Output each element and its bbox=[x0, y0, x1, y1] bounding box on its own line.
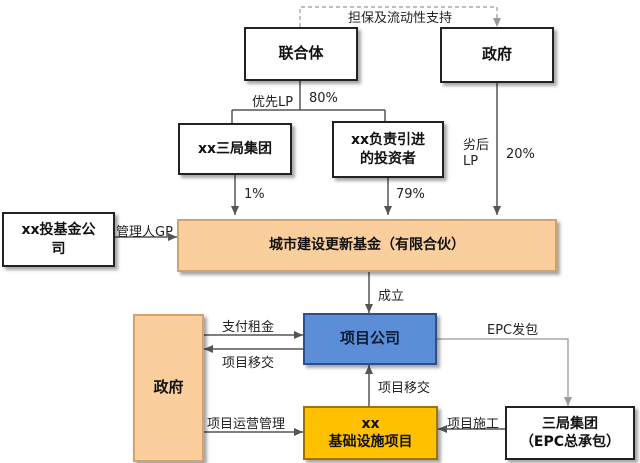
node-sanju-group-label: xx三局集团 bbox=[197, 140, 273, 157]
node-project-company-label: 项目公司 bbox=[339, 329, 400, 348]
node-epc-contractor-label: 三局集团 （EPC总承包） bbox=[519, 415, 621, 450]
node-infra-project-label: xx 基础设施项目 bbox=[328, 415, 413, 450]
label-1-percent: 1% bbox=[244, 187, 265, 202]
label-manager-gp: 管理人GP bbox=[116, 225, 173, 240]
node-infra-project: xx 基础设施项目 bbox=[303, 406, 438, 460]
node-fund-label: 城市建设更新基金（有限合伙） bbox=[269, 237, 465, 254]
label-project-transfer-up: 项目移交 bbox=[378, 381, 431, 396]
label-pay-rent: 支付租金 bbox=[222, 320, 275, 335]
label-established: 成立 bbox=[378, 289, 405, 304]
node-fund-company-label: xx投基金公 司 bbox=[21, 222, 96, 257]
node-consortium-label: 联合体 bbox=[278, 44, 324, 63]
node-government-left-label: 政府 bbox=[153, 378, 184, 397]
node-investor-label: xx负责引进 的投资者 bbox=[350, 132, 426, 167]
node-government-left: 政府 bbox=[133, 314, 204, 462]
node-government-top-label: 政府 bbox=[481, 45, 512, 64]
label-priority-lp: 优先LP bbox=[252, 95, 294, 110]
label-20-percent: 20% bbox=[506, 147, 535, 162]
label-subordinate-lp: 劣后 LP bbox=[463, 138, 490, 170]
node-consortium: 联合体 bbox=[244, 27, 358, 81]
label-epc-contract: EPC发包 bbox=[487, 323, 539, 338]
node-fund-company: xx投基金公 司 bbox=[2, 212, 115, 267]
label-79-percent: 79% bbox=[396, 187, 425, 202]
label-guarantee: 担保及流动性支持 bbox=[348, 11, 453, 26]
node-sanju-group: xx三局集团 bbox=[178, 123, 292, 175]
guarantee-link bbox=[296, 6, 501, 36]
node-epc-contractor: 三局集团 （EPC总承包） bbox=[505, 406, 635, 460]
label-operation-mgmt: 项目运营管理 bbox=[207, 417, 286, 432]
label-construction: 项目施工 bbox=[447, 417, 500, 432]
node-government-top: 政府 bbox=[440, 27, 554, 83]
epc-contract-arrow bbox=[437, 338, 572, 406]
node-fund: 城市建设更新基金（有限合伙） bbox=[177, 219, 557, 272]
node-investor: xx负责引进 的投资者 bbox=[332, 121, 444, 178]
label-project-transfer-left: 项目移交 bbox=[222, 356, 275, 371]
label-80-percent: 80% bbox=[309, 91, 338, 106]
node-project-company: 项目公司 bbox=[303, 313, 437, 365]
